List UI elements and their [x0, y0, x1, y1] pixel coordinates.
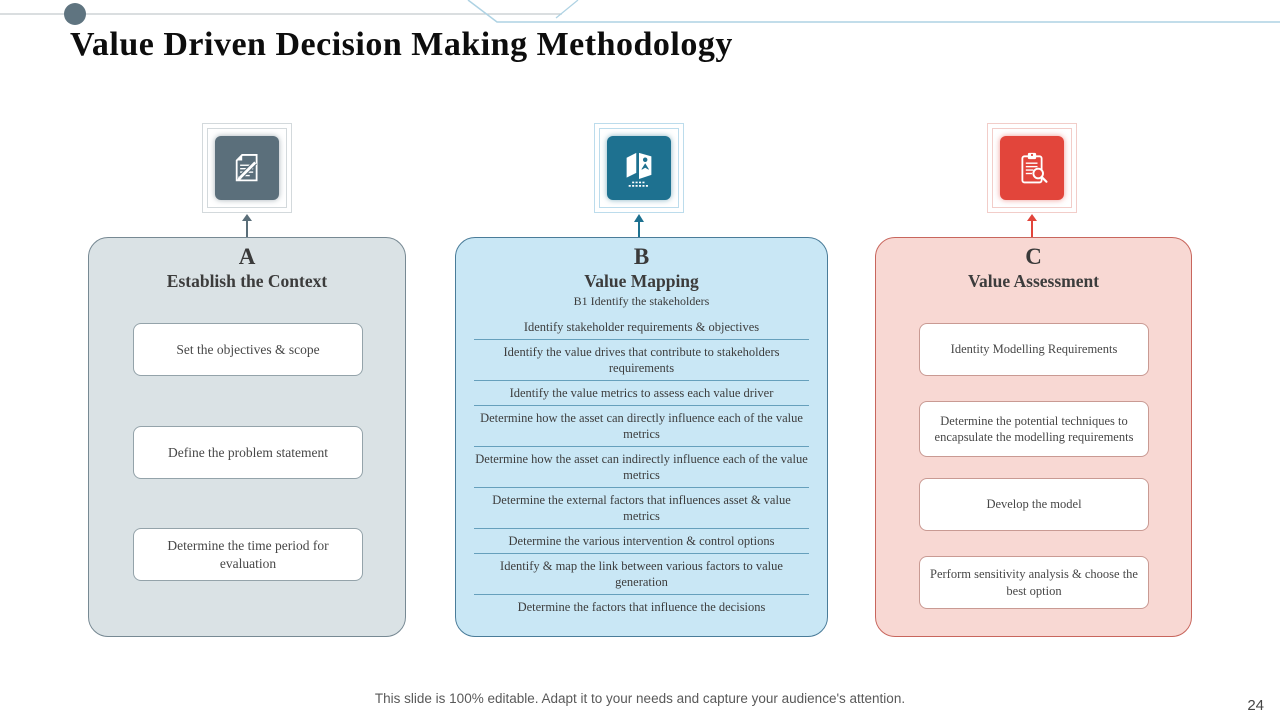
value-mapping-list: Identify stakeholder requirements & obje… — [456, 315, 827, 619]
page-title: Value Driven Decision Making Methodology — [70, 26, 733, 63]
task-box: Determine the time period for evaluation — [133, 528, 363, 581]
task-box: Set the objectives & scope — [133, 323, 363, 376]
column-b-letter: B — [633, 244, 650, 269]
list-item: Identify & map the link between various … — [474, 553, 809, 594]
footer-note: This slide is 100% editable. Adapt it to… — [374, 691, 906, 706]
page-number: 24 — [1247, 697, 1264, 714]
column-establish-context: A Establish the Context Set the objectiv… — [88, 237, 406, 637]
list-item: Determine the various intervention & con… — [474, 528, 809, 553]
task-box: Identity Modelling Requirements — [919, 323, 1149, 376]
document-pen-icon — [215, 136, 279, 200]
connector-arrow-a — [240, 214, 254, 237]
clipboard-search-icon — [1000, 136, 1064, 200]
connector-arrow-c — [1025, 214, 1039, 237]
column-b-title: Value Mapping — [584, 271, 699, 292]
column-c-letter: C — [1025, 244, 1042, 269]
task-box: Develop the model — [919, 478, 1149, 531]
icon-frame-a — [202, 123, 292, 213]
accent-circle — [64, 3, 86, 25]
column-c-title: Value Assessment — [967, 271, 1100, 292]
list-item: Identify the value drives that contribut… — [474, 339, 809, 380]
list-item: Determine how the asset can indirectly i… — [474, 446, 809, 487]
column-a-letter: A — [238, 244, 256, 269]
column-b-subtitle: B1 Identify the stakeholders — [573, 294, 710, 309]
list-item: Determine the factors that influence the… — [474, 594, 809, 619]
task-box: Define the problem statement — [133, 426, 363, 479]
column-a-title: Establish the Context — [166, 271, 328, 292]
list-item: Determine the external factors that infl… — [474, 487, 809, 528]
map-person-icon — [607, 136, 671, 200]
task-box: Perform sensitivity analysis & choose th… — [919, 556, 1149, 609]
list-item: Determine how the asset can directly inf… — [474, 405, 809, 446]
list-item: Identify the value metrics to assess eac… — [474, 380, 809, 405]
column-value-mapping: B Value Mapping B1 Identify the stakehol… — [455, 237, 828, 637]
task-box: Determine the potential techniques to en… — [919, 401, 1149, 457]
icon-frame-b — [594, 123, 684, 213]
icon-frame-c — [987, 123, 1077, 213]
list-item: Identify stakeholder requirements & obje… — [523, 320, 760, 335]
header-decoration — [0, 0, 1280, 25]
column-value-assessment: C Value Assessment Identity Modelling Re… — [875, 237, 1192, 637]
connector-arrow-b — [632, 214, 646, 237]
